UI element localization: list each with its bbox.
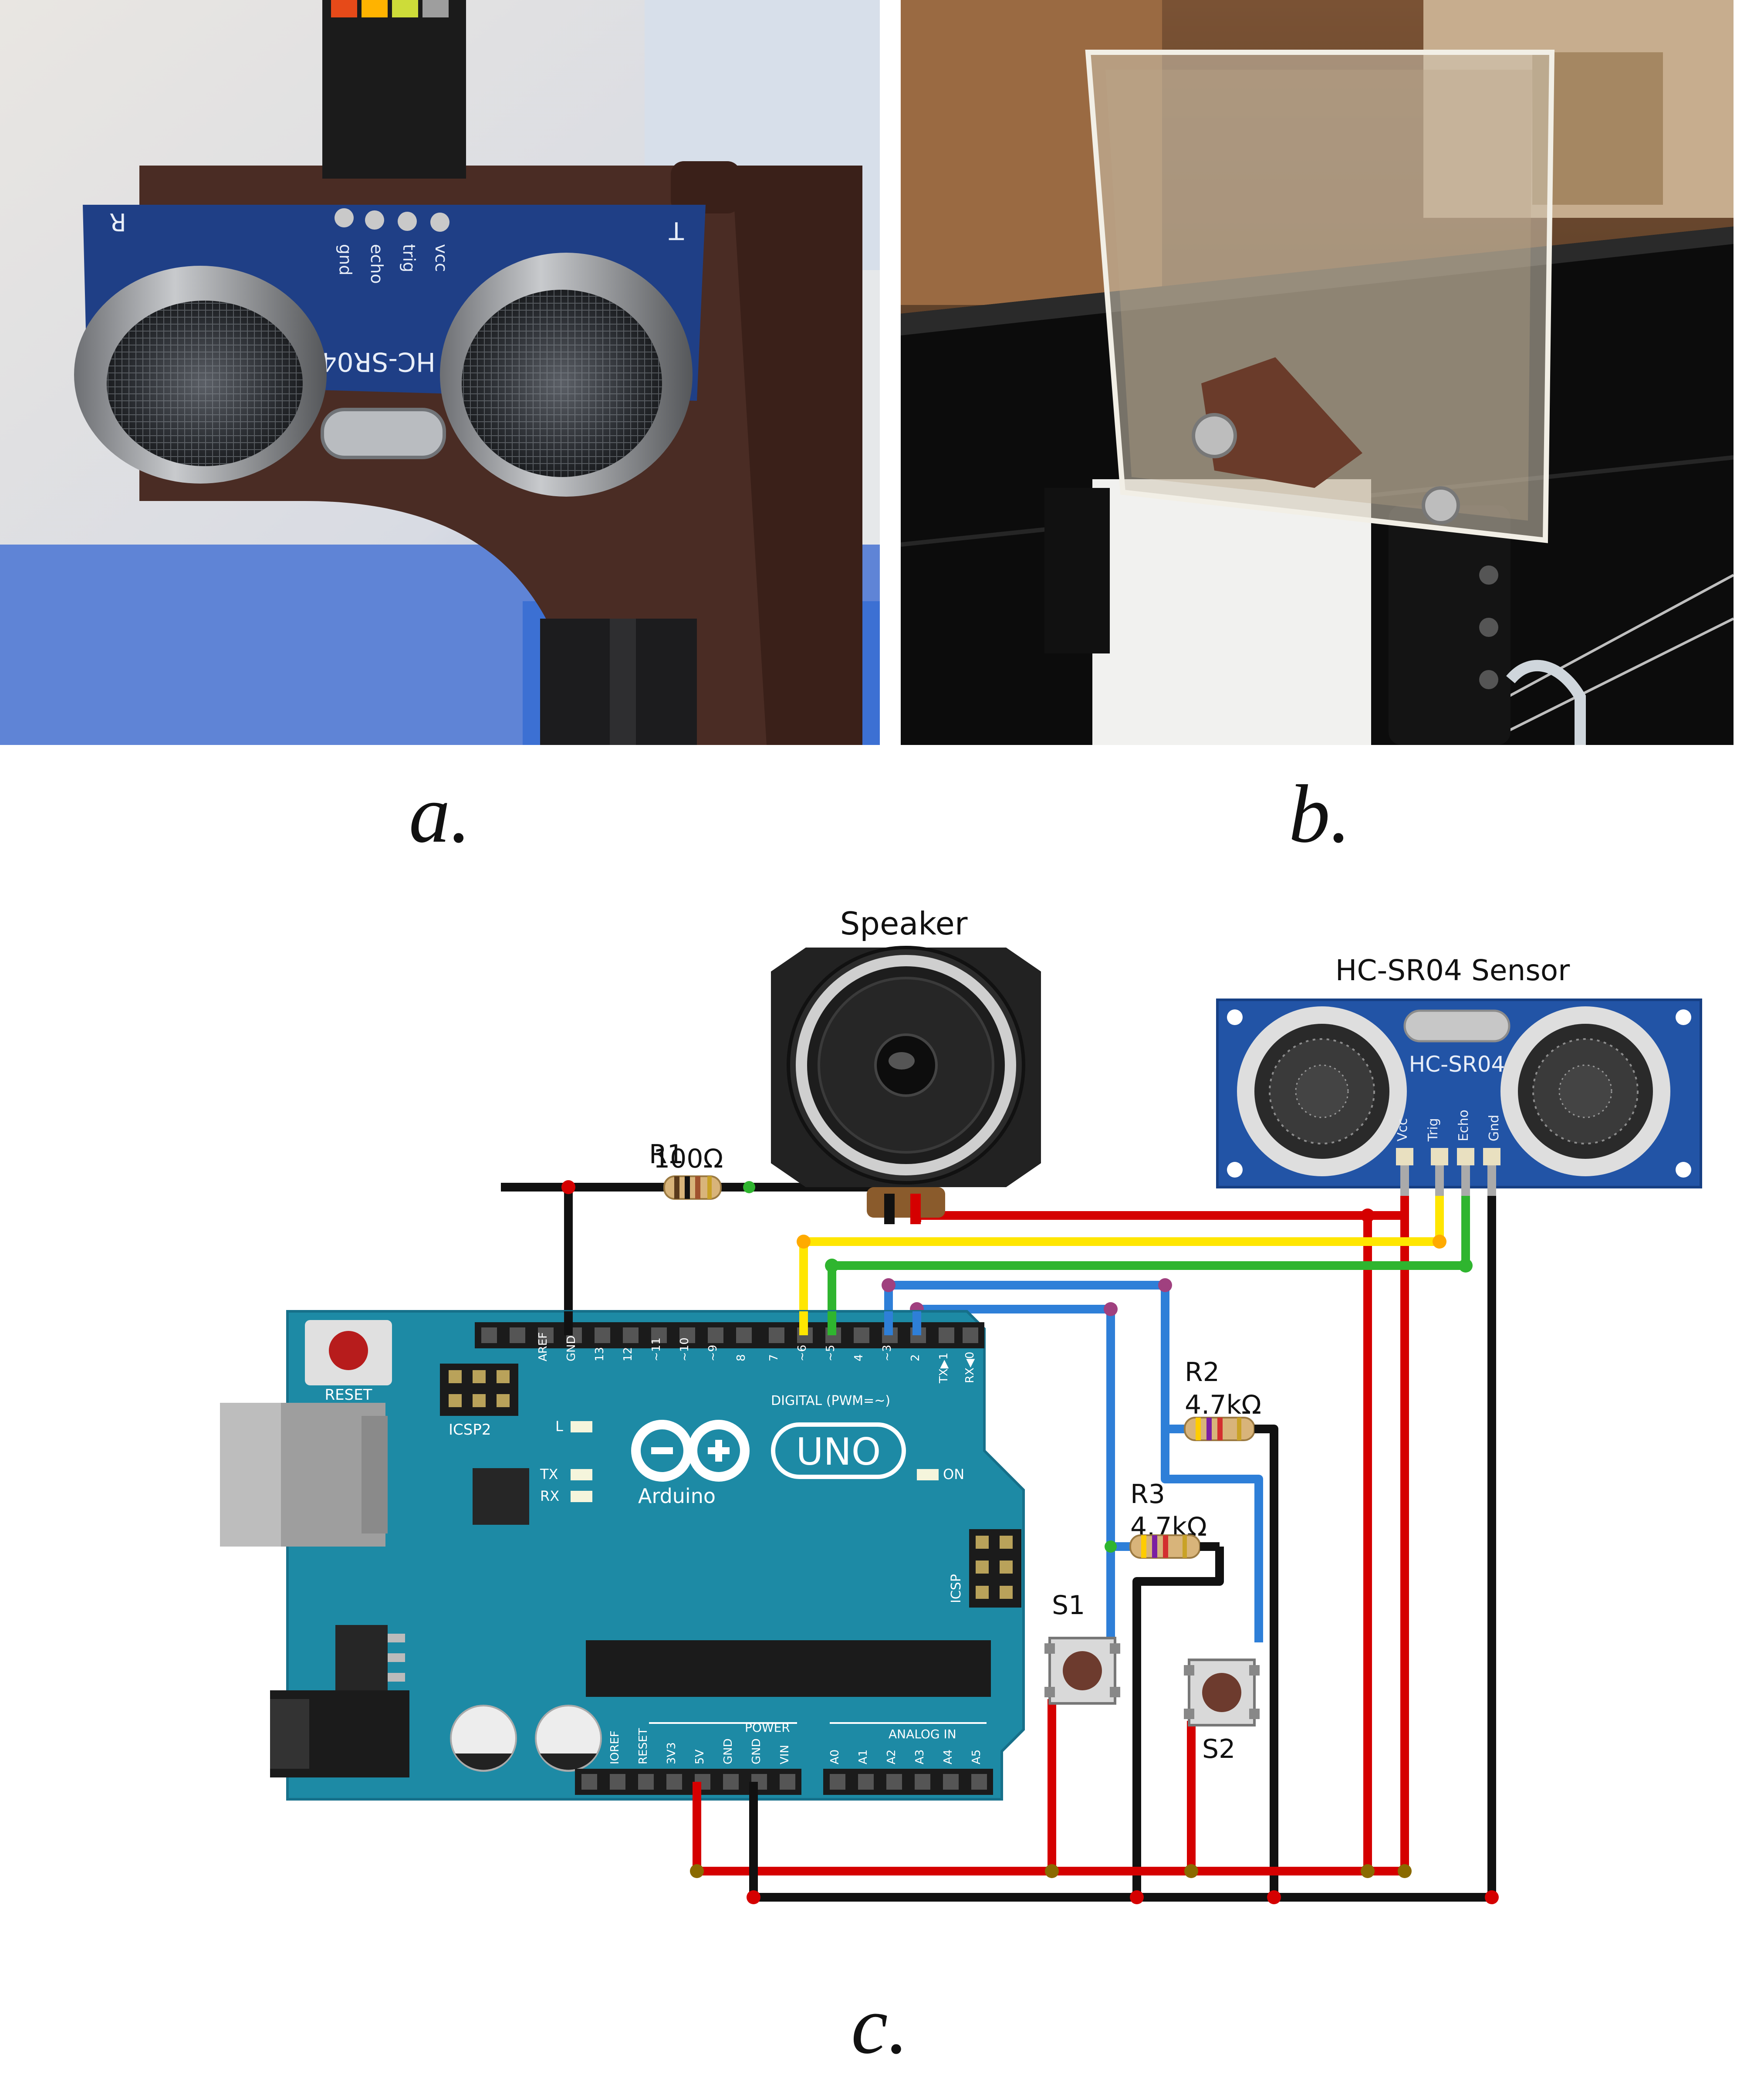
pin-a4: A4: [942, 1750, 955, 1764]
pin-gnd-2: GND: [750, 1738, 763, 1764]
led-on-label: ON: [943, 1466, 964, 1483]
pin-a2: A2: [885, 1750, 898, 1764]
pcb-mark-right: T: [669, 216, 684, 244]
pushbutton-s1: S1: [1044, 1590, 1120, 1705]
pin-a0: A0: [828, 1750, 841, 1764]
pin-label-trig: trig: [399, 244, 419, 272]
pin-9: ~9: [706, 1345, 720, 1361]
analog-label: ANALOG IN: [889, 1727, 956, 1741]
reset-label: RESET: [325, 1386, 372, 1404]
icsp2-label: ICSP2: [449, 1421, 491, 1439]
header-wire-tips: [564, 1311, 921, 1804]
icsp-label: ICSP: [949, 1574, 964, 1603]
pin-aref: AREF: [537, 1332, 550, 1361]
caption-a: a.: [409, 768, 471, 860]
circuit-diagram: Speaker R1 100Ω 100Ω HC-SR04 Sensor HC-S…: [220, 905, 1702, 1904]
r3-name: R3: [1130, 1479, 1165, 1510]
sensor-pin-echo: Echo: [1456, 1110, 1471, 1141]
pin-label-gnd: gnd: [336, 244, 355, 275]
pin-gnd-top: GND: [565, 1335, 578, 1361]
r1-name: R1: [649, 1139, 684, 1170]
pin-8: 8: [735, 1354, 748, 1361]
sensor-pin-gnd: Gnd: [1487, 1115, 1502, 1141]
circuit-diagram-panel: Speaker R1 100Ω 100Ω HC-SR04 Sensor HC-S…: [0, 893, 1764, 1960]
pin-a5: A5: [970, 1750, 983, 1764]
pin-13: 13: [593, 1347, 606, 1361]
photo-a-panel: R T gnd echo trig vcc HC-SR04: [0, 0, 880, 745]
pin-2: 2: [909, 1354, 922, 1361]
pcb-mark-left: R: [109, 207, 126, 236]
icsp2-header: ICSP2: [440, 1364, 518, 1439]
pin-3v3: 3V3: [665, 1742, 678, 1764]
pin-5v: 5V: [693, 1749, 706, 1764]
r2-name: R2: [1185, 1357, 1220, 1388]
hc-sr04-sensor: HC-SR04 Sensor HC-SR04 Vcc Trig Echo Gnd: [1216, 954, 1702, 1196]
pcb-module-text: HC-SR04: [320, 346, 436, 377]
power-header: POWER IOREF RESET 3V3 5V GND GND VIN: [575, 1720, 801, 1795]
icsp-header: ICSP: [949, 1529, 1021, 1608]
led-tx-label: TX: [540, 1466, 558, 1483]
led-l-label: L: [555, 1418, 563, 1435]
caption-b: b.: [1288, 768, 1351, 860]
speaker: Speaker: [771, 905, 1041, 1224]
pin-vin: VIN: [778, 1745, 791, 1764]
pushbutton-s2: S2: [1184, 1659, 1260, 1764]
led-rx-label: RX: [540, 1488, 559, 1504]
ultrasonic-sensor-photo: R T gnd echo trig vcc HC-SR04: [0, 0, 880, 745]
sensor-pin-trig: Trig: [1426, 1118, 1441, 1142]
analog-header: ANALOG IN A0 A1 A2 A3 A4 A5: [823, 1722, 993, 1795]
resistor-r2: R2 4.7kΩ: [1165, 1357, 1274, 1441]
pin-11: ~11: [650, 1337, 663, 1361]
sensor-title: HC-SR04 Sensor: [1335, 954, 1570, 987]
pin-7: 7: [767, 1354, 781, 1361]
sensor-module-text: HC-SR04: [1409, 1052, 1505, 1077]
brand-text: Arduino: [638, 1484, 716, 1508]
acrylic-reflector-photo: [901, 0, 1734, 745]
s1-name: S1: [1052, 1590, 1085, 1621]
pin-12: 12: [622, 1347, 635, 1361]
arduino-logo: UNO Arduino: [631, 1420, 906, 1508]
r2-value: 4.7kΩ: [1185, 1390, 1261, 1420]
pin-a1: A1: [857, 1750, 870, 1764]
arduino-uno-board: RESET ICSP2 AREF GND 13 12 ~11 ~10 ~9 8 …: [220, 1310, 1025, 1801]
power-label: POWER: [745, 1720, 790, 1735]
resistor-r3: R3 4.7kΩ: [1105, 1479, 1220, 1559]
pin-ioref: IOREF: [608, 1730, 622, 1764]
r1-value-text: 100Ω: [653, 1144, 723, 1174]
pin-reset-bottom: RESET: [637, 1728, 650, 1764]
s2-name: S2: [1202, 1734, 1235, 1764]
pin-4: 4: [852, 1354, 865, 1361]
digital-header: AREF GND 13 12 ~11 ~10 ~9 8 7 ~6 ~5 4 ~3…: [475, 1322, 984, 1408]
pin-a3: A3: [913, 1750, 926, 1764]
pin-10: ~10: [678, 1337, 691, 1361]
sensor-pin-vcc: Vcc: [1395, 1118, 1410, 1141]
pin-tx1: TX▶1: [937, 1353, 950, 1384]
pin-gnd-1: GND: [722, 1738, 735, 1764]
pin-label-vcc: vcc: [432, 244, 451, 272]
pin-rx0: RX◀0: [963, 1352, 977, 1383]
pin-3: ~3: [881, 1345, 894, 1361]
photo-b-panel: [901, 0, 1734, 745]
speaker-label: Speaker: [840, 905, 968, 942]
caption-c: c.: [851, 1980, 909, 2071]
digital-label: DIGITAL (PWM=~): [771, 1393, 890, 1408]
pin-6: ~6: [796, 1345, 809, 1361]
uno-text: UNO: [796, 1430, 881, 1474]
pin-label-echo: echo: [367, 244, 386, 284]
pin-5: ~5: [824, 1345, 837, 1361]
resistor-r1: R1 100Ω 100Ω: [649, 1139, 723, 1200]
